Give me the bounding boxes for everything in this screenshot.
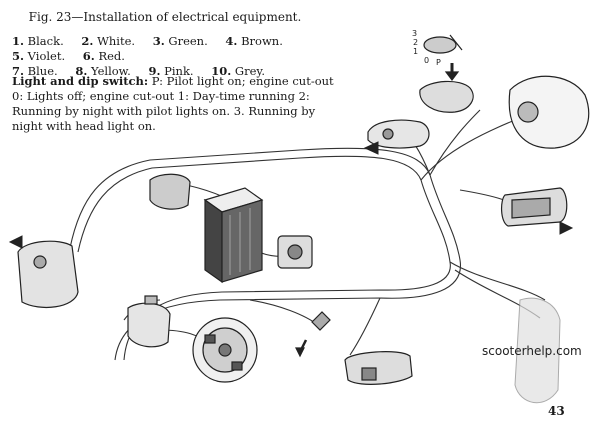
- battery: [203, 187, 264, 284]
- wire-to-switch-stalk: [429, 109, 481, 176]
- headlamp-unit: [508, 75, 590, 149]
- switch-note-text: P: Pilot light on; engine cut-out 0: Lig…: [12, 74, 334, 133]
- legend-item-1: 1. Black.: [12, 34, 64, 48]
- wire-to-plug: [249, 299, 319, 326]
- legend-item-6: 6. Red.: [82, 49, 125, 63]
- regulator: [127, 295, 171, 348]
- ignition-coil: [17, 240, 79, 309]
- stop-light-switch: [344, 351, 413, 385]
- selector-label-1: 1: [413, 47, 419, 56]
- legend-item-7: 7. Blue.: [12, 64, 58, 78]
- figure-caption: Fig. 23—Installation of electrical equip…: [28, 10, 302, 24]
- selector-label-3: 3: [412, 29, 418, 38]
- wire-to-headlamp: [420, 117, 521, 181]
- switch-note-heading: Light and dip switch:: [12, 74, 149, 88]
- wire-harness-main: [69, 147, 461, 361]
- legend-item-9: 9. Pink.: [148, 64, 194, 78]
- selector-label-0: 0: [424, 56, 430, 65]
- wire-to-rear-light: [449, 261, 546, 301]
- watermark: scooterhelp.com: [482, 344, 582, 358]
- rear-lamp: [514, 297, 561, 404]
- junction-box: [149, 173, 191, 210]
- legend-item-3: 3. Green.: [152, 34, 208, 48]
- wire-harness-inner: [77, 155, 451, 361]
- legend-item-8: 8. Yellow.: [75, 64, 131, 78]
- legend-item-2: 2. White.: [81, 34, 136, 48]
- speedometer: [367, 119, 430, 149]
- selector-label-2: 2: [413, 38, 419, 47]
- light-switch-description: Light and dip switch: P: Pilot light on;…: [12, 74, 347, 134]
- light-dip-switch: [419, 34, 474, 113]
- legend-item-10: 10. Grey.: [211, 64, 266, 78]
- horn: [277, 235, 313, 269]
- legend-item-5: 5. Violet.: [12, 49, 66, 63]
- spark-plug: [295, 311, 331, 358]
- selector-label-p: P: [436, 58, 441, 67]
- direction-arrows: [8, 141, 574, 249]
- tail-light-unit: [501, 187, 568, 227]
- page-number: 43: [548, 404, 565, 418]
- flywheel-magneto: [192, 317, 258, 383]
- wire-to-stop-switch: [349, 297, 381, 356]
- legend-item-4: 4. Brown.: [225, 34, 283, 48]
- wire-color-legend: 1. Black. 2. White. 3. Green. 4. Brown. …: [12, 34, 342, 79]
